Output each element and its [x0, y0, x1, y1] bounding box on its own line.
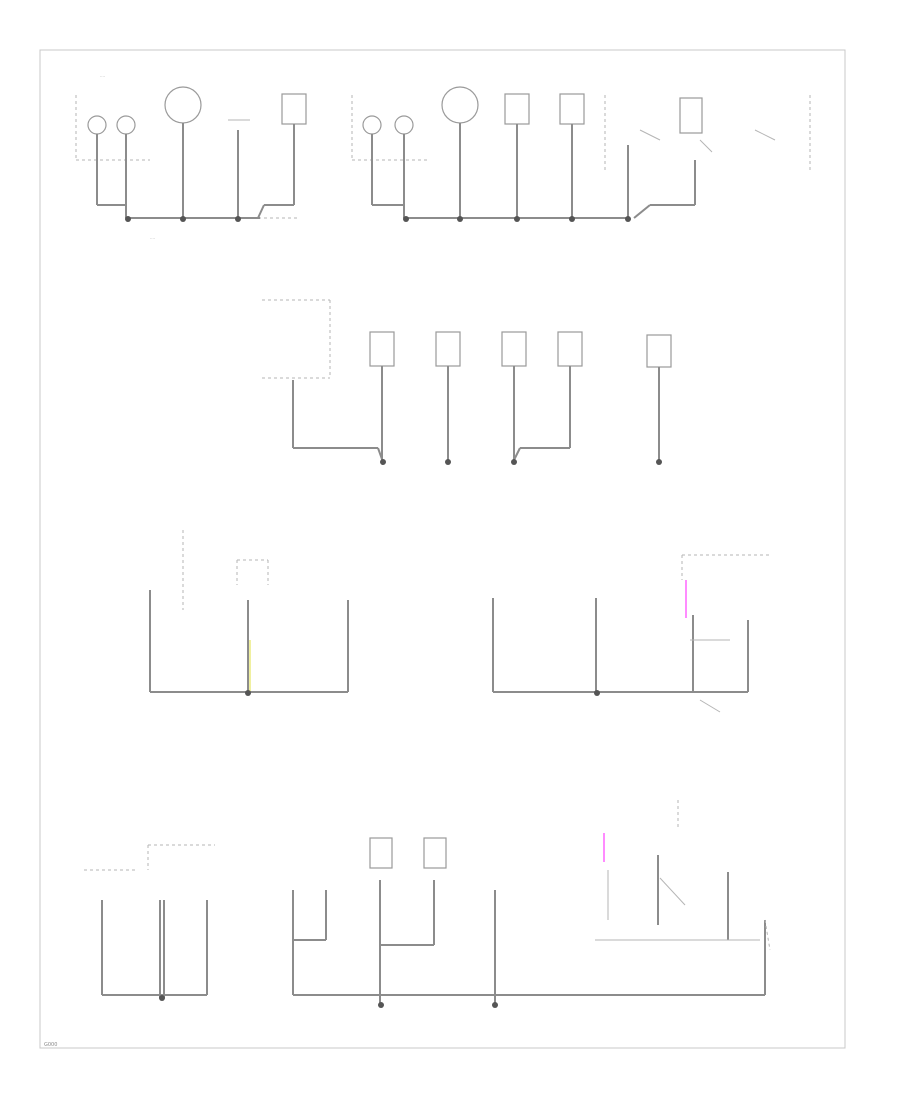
module-component — [504, 93, 530, 125]
module-component — [679, 97, 703, 134]
headlamp-component — [362, 115, 382, 135]
ground-point — [403, 216, 409, 222]
ground-point — [514, 216, 520, 222]
switch-component — [164, 86, 202, 124]
ground-point — [511, 459, 517, 465]
ground-point — [445, 459, 451, 465]
section-bottom-left — [84, 844, 215, 1001]
ground-point — [159, 995, 165, 1001]
ground-point — [457, 216, 463, 222]
ground-point — [125, 216, 131, 222]
diagram-frame — [39, 49, 846, 1049]
module-component — [423, 837, 447, 869]
headlamp-component — [116, 115, 136, 135]
section-middle — [262, 299, 672, 465]
ground-point — [569, 216, 575, 222]
headlamp-component — [394, 115, 414, 135]
ground-point — [380, 459, 386, 465]
section-top-left: ···· ···· — [75, 73, 307, 241]
ground-point — [180, 216, 186, 222]
module-component — [557, 331, 583, 367]
headlamp-component — [87, 115, 107, 135]
ground-point — [235, 216, 241, 222]
module-component — [435, 331, 461, 367]
module-component — [369, 837, 393, 869]
module-component — [646, 334, 672, 368]
svg-text:····: ···· — [100, 74, 105, 79]
section-top-right — [351, 86, 811, 222]
ground-point — [656, 459, 662, 465]
diagram-id-label: G000 — [44, 1042, 57, 1048]
module-component — [281, 93, 307, 125]
module-component — [501, 331, 527, 367]
switch-component — [441, 86, 479, 124]
module-component — [369, 331, 395, 367]
section-bottom-right — [595, 800, 771, 951]
section-lower-left — [149, 530, 349, 696]
ground-point — [245, 690, 251, 696]
ground-point — [625, 216, 631, 222]
ground-point — [594, 690, 600, 696]
svg-text:····: ···· — [150, 236, 155, 241]
module-component — [559, 93, 585, 125]
section-bottom-center — [292, 837, 766, 1008]
ground-point — [378, 1002, 384, 1008]
section-lower-right — [492, 554, 770, 713]
ground-point — [492, 1002, 498, 1008]
